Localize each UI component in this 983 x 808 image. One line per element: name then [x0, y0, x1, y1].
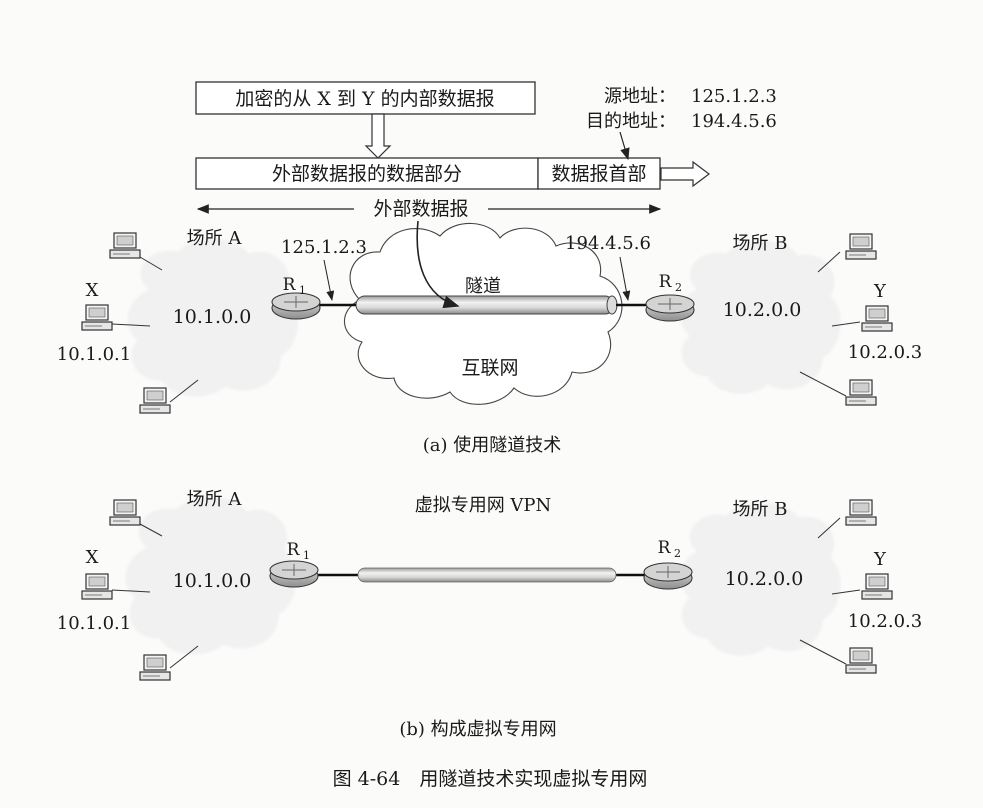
host-x-b: X 10.1.0.1 [57, 547, 151, 634]
computer-icon [139, 387, 171, 414]
computer-icon [845, 379, 877, 406]
outer-datagram-box: 外部数据报的数据部分 数据报首部 [195, 157, 661, 190]
site-b-cloud-b: 场所 B 10.2.0.0 [680, 499, 841, 656]
computer-icon [845, 499, 877, 526]
outer-data-label: 外部数据报的数据部分 [272, 163, 462, 185]
host-y: Y 10.2.0.3 [831, 281, 922, 363]
r2-address: 194.4.5.6 [565, 233, 651, 254]
internet-label: 互联网 [461, 357, 518, 379]
site-b-name-b: 场所 B [733, 499, 788, 520]
router-r2-sub-b: 2 [674, 547, 681, 560]
computer-icon [81, 573, 113, 600]
r1-address: 125.1.2.3 [281, 237, 367, 258]
router-r1-label-b: R [287, 540, 301, 560]
computer-icon [861, 305, 893, 332]
router-r2-sub: 2 [675, 281, 682, 294]
host-x-label-b: X [86, 547, 99, 568]
caption-b: (b) 构成虚拟专用网 [399, 719, 556, 740]
site-b-network-b: 10.2.0.0 [725, 568, 804, 590]
host-b-top [817, 233, 877, 273]
router-r1-label: R [283, 275, 297, 295]
router-r1-sub: 1 [299, 284, 306, 297]
host-x: X 10.1.0.1 [57, 280, 151, 365]
host-b-bottom-b [799, 639, 877, 674]
host-x-address-b: 10.1.0.1 [57, 613, 131, 634]
host-a-top-b [109, 499, 163, 537]
site-b-cloud: 场所 B 10.2.0.0 [680, 233, 841, 394]
vpn-pipe [357, 567, 617, 583]
src-value: 125.1.2.3 [691, 86, 777, 107]
computer-icon [861, 573, 893, 600]
address-pointer [619, 131, 630, 161]
site-a-network: 10.1.0.0 [173, 306, 252, 328]
host-x-address: 10.1.0.1 [57, 344, 131, 365]
computer-icon [109, 232, 141, 259]
address-block: 源地址： 125.1.2.3 目的地址： 194.4.5.6 [586, 86, 777, 132]
figure-caption: 图 4-64 用隧道技术实现虚拟专用网 [333, 768, 648, 790]
router-r1-b: R 1 [269, 540, 319, 588]
host-b-top-b [817, 499, 877, 539]
src-label: 源地址： [604, 86, 676, 107]
host-x-label: X [86, 280, 99, 301]
inner-datagram-label: 加密的从 X 到 Y 的内部数据报 [235, 88, 494, 110]
router-r2: R 2 [645, 272, 695, 322]
site-a-cloud: 场所 A 10.1.0.0 [127, 228, 298, 397]
site-a-cloud-b: 场所 A 10.1.0.0 [125, 489, 296, 655]
host-a-top [109, 232, 163, 271]
site-a-name-b: 场所 A [187, 489, 243, 510]
computer-icon [845, 647, 877, 674]
outer-datagram-label: 外部数据报 [373, 198, 468, 220]
inner-datagram-box: 加密的从 X 到 Y 的内部数据报 [195, 81, 536, 115]
host-b-bottom [799, 371, 877, 406]
router-r1: R 1 [271, 275, 321, 320]
computer-icon [81, 304, 113, 331]
encapsulate-arrow [364, 113, 392, 159]
host-y-b: Y 10.2.0.3 [831, 549, 922, 632]
outer-datagram-span: 外部数据报 [196, 198, 662, 220]
tunnel-label: 隧道 [465, 276, 501, 297]
computer-icon [139, 654, 171, 681]
host-y-label-b: Y [873, 549, 887, 570]
vpn-label: 虚拟专用网 VPN [415, 495, 552, 516]
host-y-address-b: 10.2.0.3 [848, 611, 922, 632]
dst-value: 194.4.5.6 [691, 111, 777, 132]
host-y-address: 10.2.0.3 [848, 342, 922, 363]
router-r2-label-b: R [658, 538, 672, 558]
host-y-label: Y [873, 281, 887, 302]
caption-a: (a) 使用隧道技术 [423, 435, 562, 456]
dst-label: 目的地址： [586, 111, 676, 132]
datagram-into-tunnel-arrow [416, 220, 460, 309]
computer-icon [845, 233, 877, 260]
computer-icon [109, 499, 141, 526]
router-r2-label: R [659, 272, 673, 292]
router-r1-sub-b: 1 [303, 549, 310, 562]
host-a-bottom-b [139, 645, 199, 681]
tunnel-pipe: 隧道 [355, 276, 618, 315]
site-a-network-b: 10.1.0.0 [173, 570, 252, 592]
forward-arrow [660, 160, 710, 188]
router-r2-b: R 2 [643, 538, 693, 590]
site-b-name: 场所 B [733, 233, 788, 254]
host-a-bottom [139, 379, 199, 414]
site-b-network: 10.2.0.0 [723, 299, 802, 321]
outer-header-label: 数据报首部 [551, 163, 646, 185]
site-a-name: 场所 A [187, 228, 243, 249]
